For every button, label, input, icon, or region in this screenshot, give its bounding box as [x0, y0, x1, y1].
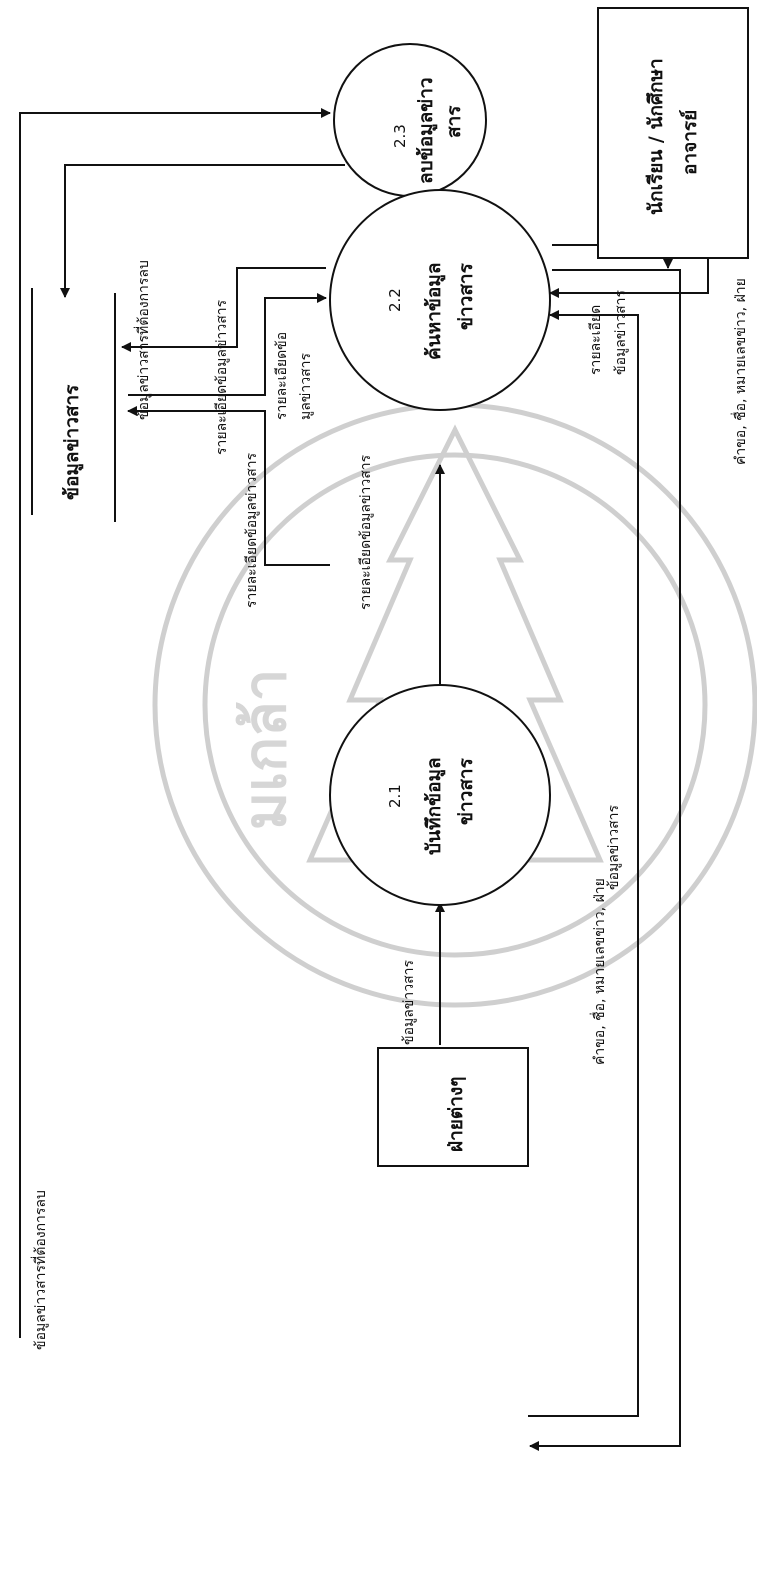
label-delete-request-in: ข้อมูลข่าวสารที่ต้องการลบ — [31, 1190, 49, 1350]
process-2-3-line1: ลบข้อมูลข่าว — [415, 77, 438, 184]
label-result-to-student-1: รายละเอียด — [588, 305, 604, 375]
flow-lines — [19, 108, 709, 1451]
label-result-to-student-2: ข้อมูลข่าวสาร — [613, 290, 629, 375]
datastore: ข้อมูลข่าวสาร — [31, 288, 116, 522]
label-result-to-dept: ข้อมูลข่าวสาร — [606, 805, 622, 890]
flow-labels: ข้อมูลข่าวสารที่ต้องการลบ ข้อมูลข่าวสารท… — [31, 260, 749, 1350]
flow-dept-query-to-process-2-2 — [528, 310, 639, 1417]
label-record-to-search: รายละเอียดข้อมูลข่าวสาร — [358, 454, 374, 610]
label-search-to-store: รายละเอียดข้อมูลข่าวสาร — [214, 299, 230, 455]
entity-students-line1: นักเรียน / นักศึกษา — [645, 58, 667, 215]
flow-delete-to-process-2-3 — [19, 108, 331, 1338]
label-store-to-search-1: รายละเอียดข้อ — [274, 332, 290, 420]
flow-store-to-process-2-2 — [128, 293, 327, 396]
process-2-1: 2.1 บันทึกข้อมูล ข่าวสาร — [329, 684, 551, 906]
process-2-3-line2: สาร — [443, 105, 465, 138]
label-student-query: คำขอ, ชื่อ, หมายเลขข่าว, ฝ่าย — [731, 278, 749, 465]
watermark-text: มเกล้า — [231, 669, 299, 830]
entity-students-line2: อาจารย์ — [679, 110, 701, 175]
process-2-2-line1: ค้นหาข้อมูล — [423, 263, 446, 360]
process-2-1-line1: บันทึกข้อมูล — [423, 757, 446, 855]
flow-process-2-1-to-store — [127, 406, 330, 566]
datastore-label: ข้อมูลข่าวสาร — [61, 384, 84, 500]
process-2-3: 2.3 ลบข้อมูลข่าว สาร — [333, 43, 487, 197]
flow-process-2-2-to-store — [121, 267, 326, 352]
flow-result-to-departments — [529, 269, 681, 1451]
label-delete-request-out: ข้อมูลข่าวสารที่ต้องการลบ — [134, 260, 152, 420]
label-news-in: ข้อมูลข่าวสาร — [401, 960, 417, 1045]
entity-departments: ฝ่ายต่างๆ — [377, 1047, 529, 1167]
process-2-2-line2: ข่าวสาร — [455, 262, 477, 330]
process-2-1-line2: ข่าวสาร — [455, 757, 477, 825]
label-dept-query: คำขอ, ชื่อ, หมายเลขข่าว, ฝ่าย — [590, 878, 608, 1065]
flow-student-query-to-process-2-2 — [549, 258, 709, 298]
entity-students: นักเรียน / นักศึกษา อาจารย์ — [597, 7, 749, 259]
process-2-1-number: 2.1 — [386, 784, 404, 808]
entity-departments-label: ฝ่ายต่างๆ — [445, 1077, 467, 1152]
process-2-2: 2.2 ค้นหาข้อมูล ข่าวสาร — [329, 189, 551, 411]
label-record-to-store: รายละเอียดข้อมูลข่าวสาร — [244, 452, 260, 608]
label-store-to-search-2: มูลข่าวสาร — [298, 352, 314, 420]
process-2-3-number: 2.3 — [391, 124, 409, 148]
flow-process-2-3-to-store — [60, 164, 345, 298]
process-2-2-number: 2.2 — [386, 288, 404, 312]
